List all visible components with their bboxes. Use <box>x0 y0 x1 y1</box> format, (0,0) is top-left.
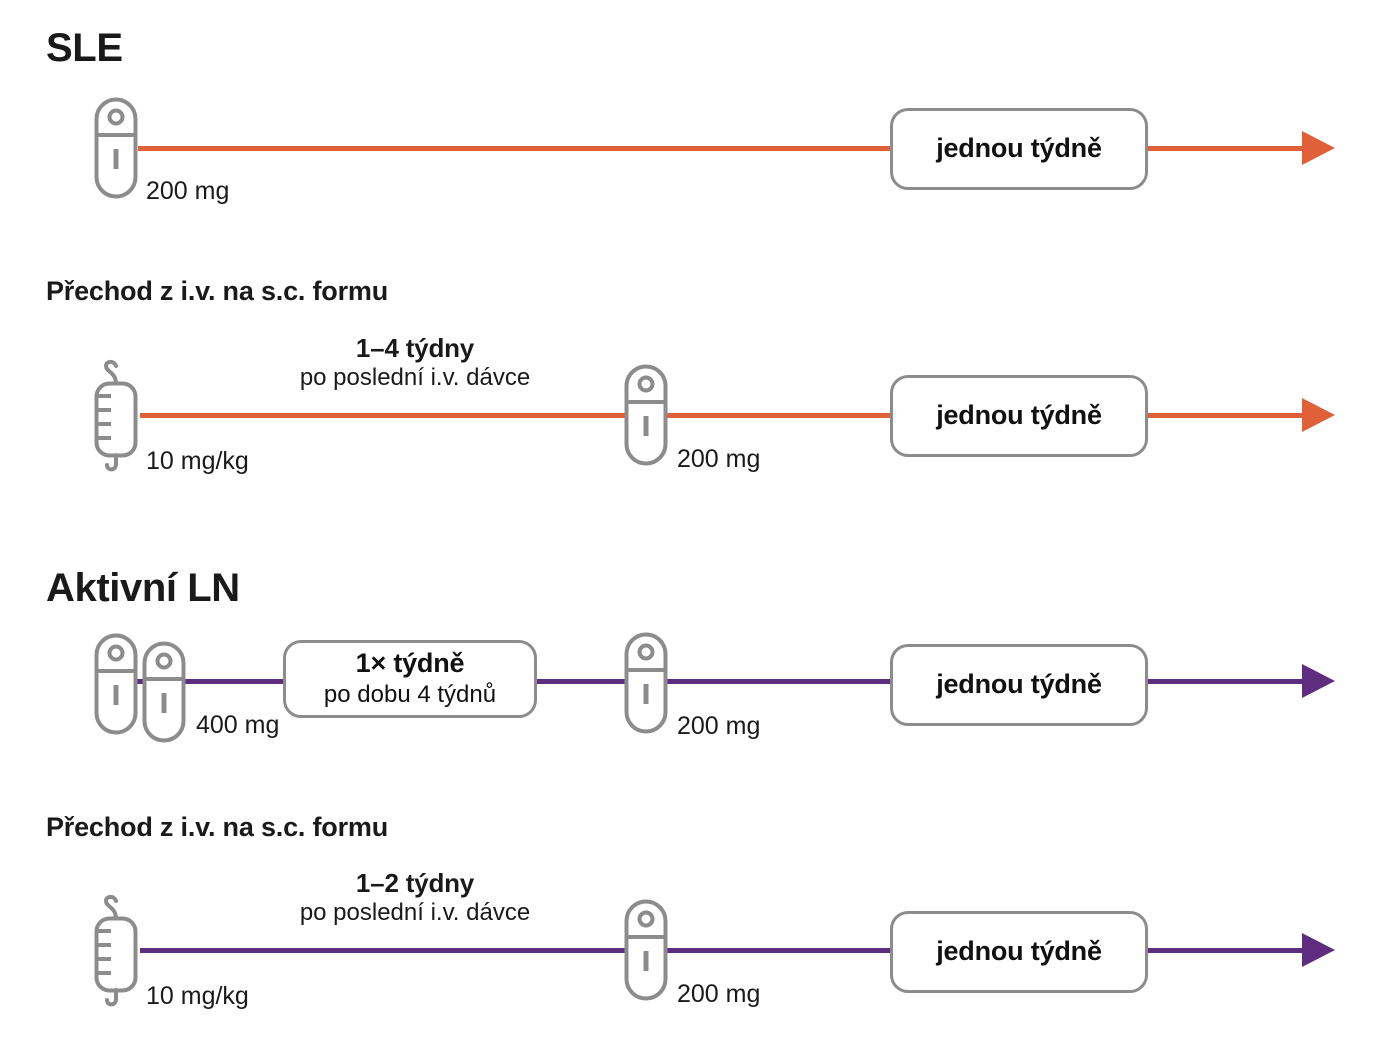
dose-label: 400 mg <box>196 711 280 739</box>
interval-caption: 1–4 týdny po poslední i.v. dávce <box>265 333 565 392</box>
arrowhead-ln-switch <box>1302 933 1335 967</box>
schedule-box-line1: jednou týdně <box>936 936 1102 967</box>
dose-label: 200 mg <box>677 445 761 473</box>
iv-bag-icon <box>85 893 147 1011</box>
interval-secondary: po poslední i.v. dávce <box>299 898 531 926</box>
schedule-box: jednou týdně <box>890 375 1148 457</box>
dose-label: 200 mg <box>146 177 230 205</box>
interval-primary: 1–4 týdny <box>355 333 475 363</box>
connector-line-ln-sc-1 <box>128 679 288 684</box>
connector-line-ln-sc-2 <box>533 679 898 684</box>
interval-caption: 1–2 týdny po poslední i.v. dávce <box>265 868 565 927</box>
schedule-box: jednou týdně <box>890 911 1148 993</box>
dose-label: 10 mg/kg <box>146 447 249 475</box>
connector-line-ln-switch-1 <box>140 948 898 953</box>
arrowhead-sle-sc <box>1302 131 1335 165</box>
connector-line-ln-switch-2 <box>1142 948 1318 953</box>
pen-icon <box>623 363 669 467</box>
schedule-box-line1: 1× týdně <box>355 648 465 679</box>
arrowhead-sle-switch <box>1302 398 1335 432</box>
schedule-box: 1× týdně po dobu 4 týdnů <box>283 640 537 718</box>
iv-bag-icon <box>85 358 147 476</box>
section-title-sle: SLE <box>46 26 123 70</box>
schedule-box-line2: po dobu 4 týdnů <box>323 681 497 709</box>
connector-line-sle-sc-2 <box>1142 146 1318 151</box>
schedule-box: jednou týdně <box>890 108 1148 190</box>
subtitle-ln-switch: Přechod z i.v. na s.c. formu <box>46 812 388 842</box>
interval-secondary: po poslední i.v. dávce <box>299 363 531 391</box>
pen-icon <box>93 96 139 200</box>
schedule-box-line1: jednou týdně <box>936 669 1102 700</box>
subtitle-sle-switch: Přechod z i.v. na s.c. formu <box>46 276 388 306</box>
dose-label: 200 mg <box>677 980 761 1008</box>
pen-icon <box>623 631 669 735</box>
arrowhead-ln-sc <box>1302 664 1335 698</box>
pen-icon <box>623 898 669 1002</box>
interval-primary: 1–2 týdny <box>355 868 475 898</box>
schedule-box-line1: jednou týdně <box>936 133 1102 164</box>
connector-line-sle-switch-1 <box>140 413 898 418</box>
dose-label: 10 mg/kg <box>146 982 249 1010</box>
connector-line-sle-switch-2 <box>1142 413 1318 418</box>
connector-line-ln-sc-3 <box>1142 679 1318 684</box>
schedule-box-line1: jednou týdně <box>936 400 1102 431</box>
schedule-box: jednou týdně <box>890 644 1148 726</box>
dose-label: 200 mg <box>677 712 761 740</box>
section-title-aktivni-ln: Aktivní LN <box>46 566 240 610</box>
connector-line-sle-sc-1 <box>138 146 898 151</box>
pen-icon-double <box>93 632 189 744</box>
